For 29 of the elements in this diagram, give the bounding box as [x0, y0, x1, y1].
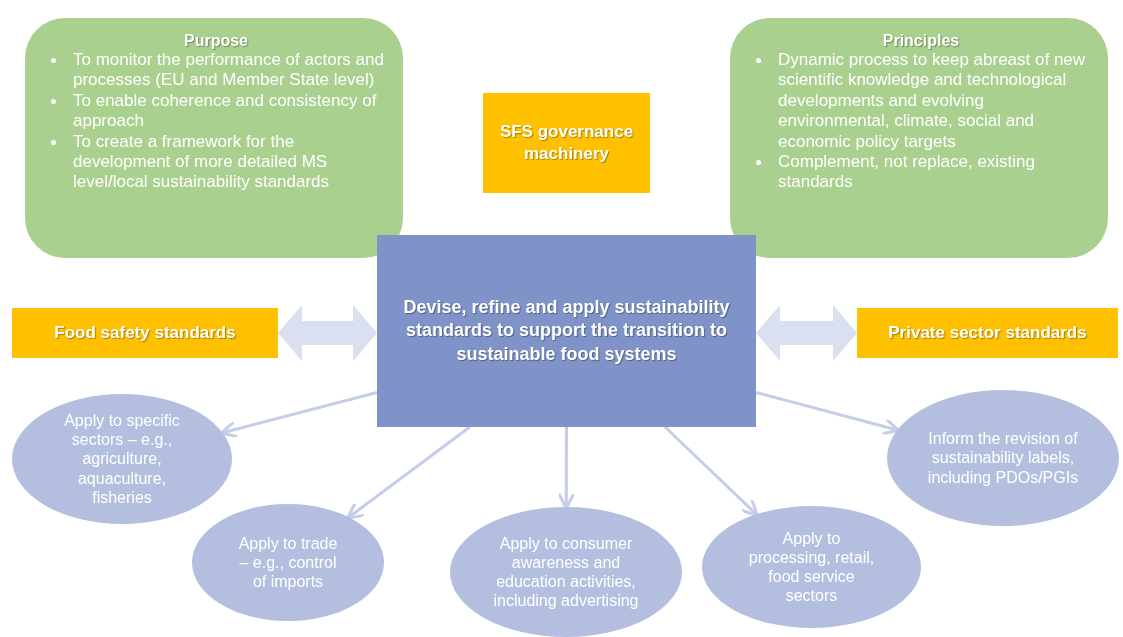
box-label: Food safety standards: [54, 321, 236, 344]
ellipse-label: Apply to trade – e.g., control of imports: [237, 533, 339, 592]
bullet-text: To create a framework for the development of more detailed MS level/local sustainability standards: [73, 131, 330, 192]
double-arrow: [278, 305, 377, 361]
card-heading: Principles: [881, 32, 961, 50]
box-label: SFS governance machinery: [498, 120, 635, 165]
card-heading: Purpose: [183, 32, 249, 50]
arrow: [346, 425, 471, 520]
ellipse-label: Apply to specific sectors – e.g., agriculture, aquaculture, fisheries: [63, 411, 181, 507]
ellipse-label: Inform the revision of sustainability labels, including PDOs/PGIs: [927, 429, 1079, 487]
standards-box: [12, 308, 278, 358]
bullet-text: Dynamic process to keep abreast of new scientific knowledge and technological developments and evolving environmental, climate, social and economic policy targets: [778, 50, 1086, 151]
arrow: [664, 425, 759, 517]
arrow: [755, 391, 901, 436]
ellipse-label: Apply to consumer awareness and education activities, including advertising: [492, 533, 640, 611]
box-label: Devise, refine and apply sustainability standards to support the transition to sustainable food systems: [402, 295, 731, 366]
purpose-card: [25, 18, 403, 258]
central-box: [377, 235, 756, 427]
bullet-text: To monitor the performance of actors and processes (EU and Member State level): [73, 50, 384, 90]
standards-box: [857, 308, 1118, 358]
bullet-text: To enable coherence and consistency of approach: [73, 90, 377, 131]
title-box: [483, 93, 650, 193]
principles-card: [730, 18, 1108, 258]
ellipse-label: Apply to processing, retail, food service sectors: [747, 528, 876, 606]
double-arrow: [756, 305, 857, 361]
box-label: Private sector standards: [888, 321, 1087, 344]
arrow: [219, 391, 378, 439]
bullet-text: Complement, not replace, existing standards: [778, 151, 1036, 192]
arrow: [557, 427, 576, 510]
